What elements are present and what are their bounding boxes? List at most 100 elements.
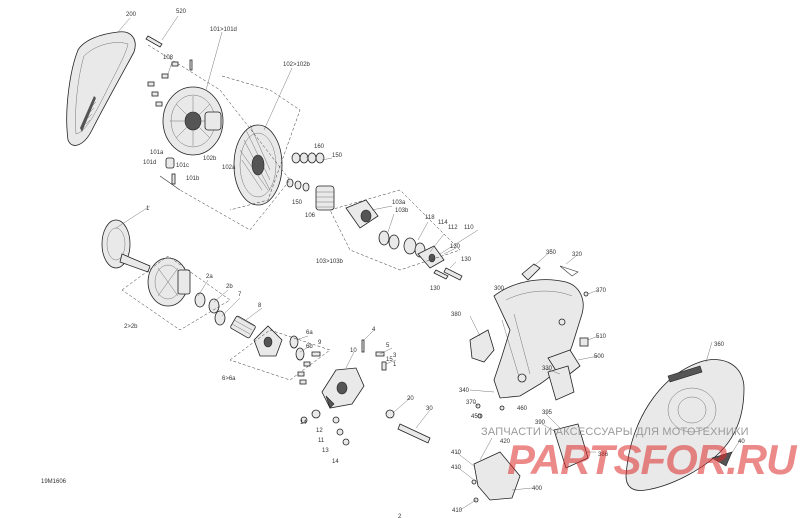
spring-8 [230, 315, 256, 339]
label-160: 160 [314, 144, 325, 150]
label-3: 3 [393, 353, 397, 359]
label-370-a: 370 [596, 288, 607, 294]
label-8: 8 [258, 303, 262, 309]
cam-6 [253, 325, 283, 357]
label-12: 12 [316, 428, 323, 434]
label-7: 7 [238, 292, 242, 298]
label-6b: 6b [306, 344, 313, 350]
sheave-2 [147, 257, 191, 307]
label-120: 120 [450, 244, 461, 250]
bracket-330 [547, 365, 575, 401]
label-40: 40 [738, 439, 745, 445]
label-6-6a: 6>6a [222, 376, 236, 382]
label-520: 520 [176, 9, 187, 15]
label-420: 420 [500, 439, 511, 445]
label-2-2b: 2>2b [124, 324, 138, 330]
label-460: 460 [517, 406, 528, 412]
label-13: 13 [322, 448, 329, 454]
roller-lever-10 [321, 367, 365, 409]
hardware-101a-101d-108 [145, 35, 193, 185]
label-510: 510 [596, 334, 607, 340]
movable-sheave-102 [233, 124, 283, 206]
label-6a: 6a [306, 330, 313, 336]
label-108: 108 [163, 55, 174, 61]
washers-103a-103b [378, 230, 426, 258]
label-350: 350 [546, 250, 557, 256]
label-1: 1 [146, 206, 150, 212]
label-300: 300 [494, 286, 505, 292]
rings-2a-2b-7 [194, 292, 226, 326]
plate-390-395 [553, 423, 589, 469]
label-2a: 2a [206, 274, 213, 280]
label-410-b: 410 [451, 465, 462, 471]
label-102a: 102a [222, 165, 236, 171]
label-200: 200 [126, 12, 137, 18]
label-330: 330 [542, 366, 553, 372]
label-386: 386 [598, 452, 609, 458]
label-102b: 102b [203, 156, 217, 162]
label-410-a: 410 [451, 450, 462, 456]
label-150-b: 150 [292, 200, 303, 206]
label-2b: 2b [226, 284, 233, 290]
label-112: 112 [448, 225, 458, 231]
bracket-400-410 [471, 451, 521, 503]
drive-belt-200 [66, 31, 136, 146]
label-11: 11 [318, 438, 325, 444]
label-14-a: 14 [300, 420, 307, 426]
shaft-30 [385, 409, 431, 444]
guard-bracket-300 [493, 279, 584, 399]
belt-guard-360 [625, 359, 745, 491]
label-103a: 103a [392, 200, 406, 206]
label-450: 450 [471, 414, 482, 420]
label-380: 380 [451, 312, 462, 318]
label-340: 340 [459, 388, 470, 394]
label-390: 390 [535, 420, 546, 426]
page-mark: 2 [398, 514, 402, 518]
figure-id: 19M1606 [41, 479, 67, 485]
label-14-b: 14 [332, 459, 339, 465]
label-101a: 101a [150, 150, 164, 156]
clip-350 [521, 263, 541, 281]
label-500: 500 [594, 354, 605, 360]
label-400: 400 [532, 486, 543, 492]
spring-cover-103 [345, 199, 379, 229]
label-102-102b: 102>102b [283, 62, 311, 68]
label-118: 118 [425, 215, 435, 221]
label-15: 15 [386, 357, 393, 363]
label-395: 395 [542, 410, 553, 416]
label-110: 110 [464, 225, 474, 231]
label-114: 114 [438, 220, 448, 226]
drive-pulley-spider-101 [162, 86, 224, 156]
label-30: 30 [426, 406, 433, 412]
label-320: 320 [572, 252, 583, 258]
label-106: 106 [305, 213, 316, 219]
support-380 [469, 329, 495, 363]
label-101b: 101b [186, 176, 200, 182]
label-101-101d: 101>101d [210, 27, 237, 33]
label-130-b: 130 [430, 286, 441, 292]
label-360: 360 [714, 342, 725, 348]
label-101d: 101d [143, 160, 156, 166]
retainer-110-114 [417, 245, 445, 269]
washers-11-12-13-14 [300, 409, 350, 446]
fixed-sheave-1 [101, 219, 151, 273]
spring-106 [315, 185, 335, 211]
label-9: 9 [318, 340, 322, 346]
watermark-logo: PARTSFOR.RU [507, 436, 796, 483]
pin-320 [559, 265, 579, 277]
label-410-c: 410 [452, 508, 463, 514]
rollers-rings-150-160 [286, 152, 325, 192]
watermark-tagline: ЗАПЧАСТИ И АКСЕССУАРЫ ДЛЯ МОТОТЕХНИКИ [481, 426, 749, 438]
label-1-b: 1 [393, 362, 397, 368]
label-130-a: 130 [461, 257, 472, 263]
bolts-120-130 [433, 267, 463, 281]
callout-leaders [115, 15, 741, 511]
label-20: 20 [407, 396, 414, 402]
label-101c: 101c [176, 163, 189, 169]
label-10: 10 [350, 348, 357, 354]
label-370-b: 370 [466, 400, 477, 406]
label-4: 4 [372, 327, 376, 333]
callout-labels: 200 520 101>101d 108 102>102b 101a 101c … [41, 9, 745, 518]
